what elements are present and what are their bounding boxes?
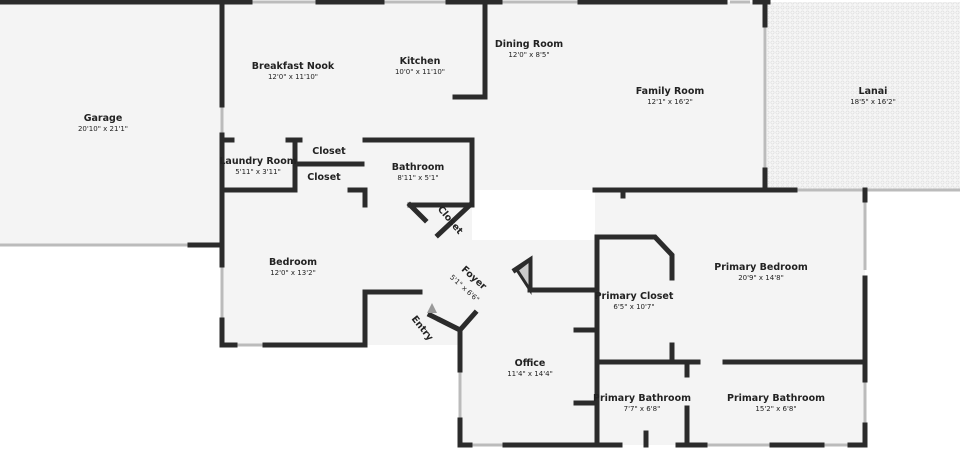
primary-bathroom-2-label: Primary Bathroom — [727, 393, 825, 404]
lanai-dims: 18'5" x 16'2" — [850, 98, 896, 106]
family-lower-area — [472, 140, 765, 190]
primary-bedroom-label: Primary Bedroom — [714, 262, 808, 273]
walls — [0, 0, 868, 448]
primary-suite-area — [595, 190, 865, 445]
primary-bathroom-2-dims: 15'2" x 6'8" — [755, 405, 796, 413]
garage-label: Garage — [84, 113, 123, 124]
windows — [0, 0, 960, 447]
entry-arrow-icon — [427, 303, 437, 313]
dining-room-dims: 12'0" x 8'5" — [508, 51, 549, 59]
foyer-office-area — [365, 205, 595, 445]
room-fills — [0, 2, 960, 445]
dining-room-label: Dining Room — [495, 39, 563, 50]
office-dims: 11'4" x 14'4" — [507, 370, 553, 378]
primary-bathroom-1-dims: 7'7" x 6'8" — [624, 405, 661, 413]
bathroom-label: Bathroom — [392, 162, 445, 173]
laundry-room-label: Laundry Room — [219, 156, 296, 167]
lanai-label: Lanai — [859, 86, 888, 97]
breakfast-nook-label: Breakfast Nook — [252, 61, 335, 72]
closet-2-label: Closet — [307, 172, 341, 183]
garage-dims: 20'10" x 21'1" — [78, 125, 128, 133]
bedroom-dims: 12'0" x 13'2" — [270, 269, 316, 277]
primary-bathroom-1-label: Primary Bathroom — [593, 393, 691, 404]
primary-bedroom-dims: 20'9" x 14'8" — [738, 274, 784, 282]
bedroom-label: Bedroom — [269, 257, 317, 268]
bathroom-dims: 8'11" x 5'1" — [397, 174, 438, 182]
primary-closet-dims: 6'5" x 10'7" — [613, 303, 654, 311]
kitchen-label: Kitchen — [400, 56, 441, 67]
kitchen-dims: 10'0" x 11'10" — [395, 68, 445, 76]
laundry-room-dims: 5'11" x 3'11" — [235, 168, 281, 176]
family-room-label: Family Room — [636, 86, 705, 97]
primary-closet-label: Primary Closet — [595, 291, 674, 302]
family-room-dims: 12'1" x 16'2" — [647, 98, 693, 106]
living-area — [222, 2, 765, 140]
garage-area — [0, 2, 222, 245]
lanai-area — [767, 2, 960, 190]
closet-1-label: Closet — [312, 146, 346, 157]
office-label: Office — [515, 358, 546, 369]
breakfast-nook-dims: 12'0" x 11'10" — [268, 73, 318, 81]
